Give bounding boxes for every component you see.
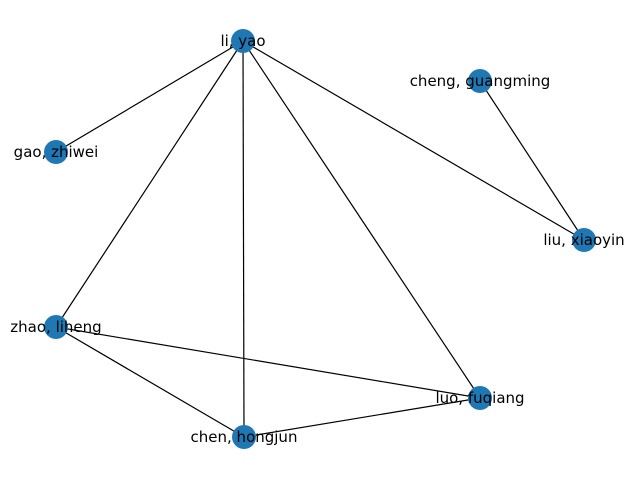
node-label-li: li, yao <box>220 32 265 50</box>
nodes-layer <box>44 29 596 449</box>
node-label-liu: liu, xiaoyin <box>543 231 624 249</box>
node-label-zhao: zhao, liheng <box>10 318 101 336</box>
labels-layer: li, yao cheng, guangming gao, zhiwei liu, x… <box>10 32 624 446</box>
node-label-gao: gao, zhiwei <box>14 143 99 161</box>
node-label-chen: chen, hongjun <box>191 428 298 446</box>
node-luo <box>468 386 492 410</box>
edges-layer <box>55 40 585 438</box>
node-li <box>231 29 255 53</box>
edge-li-luo <box>242 40 481 399</box>
edge-li-gao <box>55 40 244 153</box>
node-chen <box>232 425 256 449</box>
edge-li-liu <box>242 40 585 241</box>
node-cheng <box>468 69 492 93</box>
node-zhao <box>44 315 68 339</box>
node-label-cheng: cheng, guangming <box>410 72 551 90</box>
edge-li-chen <box>242 40 245 438</box>
node-liu <box>572 228 596 252</box>
node-gao <box>44 140 68 164</box>
edge-cheng-liu <box>479 80 585 241</box>
edge-chen-luo <box>243 397 481 438</box>
node-label-luo: luo, fuqiang <box>435 389 524 407</box>
edge-li-zhao <box>55 40 244 328</box>
edge-zhao-luo <box>55 326 481 399</box>
edge-zhao-chen <box>55 326 245 438</box>
